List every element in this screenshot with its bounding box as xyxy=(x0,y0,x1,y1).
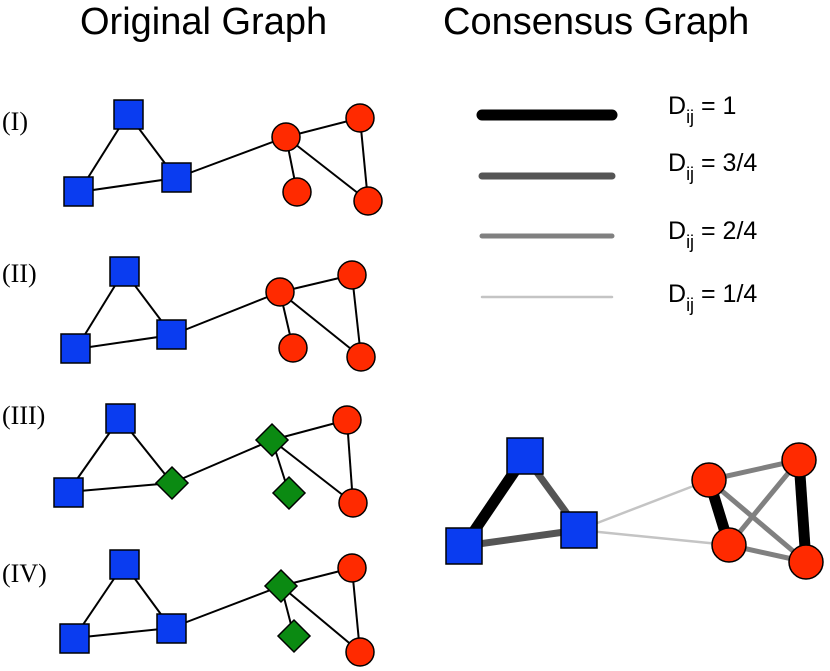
edge xyxy=(175,136,287,179)
diamond-node xyxy=(271,475,307,511)
square-node xyxy=(53,477,84,508)
circle-node xyxy=(265,277,295,307)
graph-label-I: (I) xyxy=(2,107,28,136)
nodes-I xyxy=(63,99,383,216)
diamond-node xyxy=(263,568,299,604)
circle-node xyxy=(338,488,368,518)
circle-node xyxy=(332,405,362,435)
square-node xyxy=(109,256,140,287)
consensus-nodes xyxy=(445,437,824,580)
circle-node xyxy=(781,442,817,478)
edge xyxy=(73,627,172,639)
edge xyxy=(279,291,362,358)
graph-IV: (IV) xyxy=(2,549,375,667)
square-node xyxy=(161,162,192,193)
graph-label-III: (III) xyxy=(2,401,45,430)
edge xyxy=(171,291,281,336)
diamond-node xyxy=(154,465,190,501)
edge-weight-1-4 xyxy=(578,528,730,547)
edge xyxy=(285,136,369,202)
legend-label-2-4: Dij = 2/4 xyxy=(668,217,757,252)
legend: Dij = 1 Dij = 3/4 Dij = 2/4 Dij = 1/4 xyxy=(476,92,757,315)
circle-node xyxy=(278,333,308,363)
consensus-graph xyxy=(445,437,824,580)
original-graph-title: Original Graph xyxy=(80,1,327,43)
square-node xyxy=(105,403,136,434)
edge xyxy=(170,585,282,629)
graph-II: (II) xyxy=(2,256,376,372)
nodes-IV xyxy=(59,549,375,667)
graph-I: (I) xyxy=(2,99,383,216)
graph-label-IV: (IV) xyxy=(2,559,47,588)
circle-node xyxy=(337,260,367,290)
nodes-II xyxy=(60,256,376,372)
circle-node xyxy=(282,177,312,207)
circle-node xyxy=(788,544,824,580)
edge xyxy=(78,177,177,193)
square-node xyxy=(60,333,91,364)
edge xyxy=(171,439,273,484)
circle-node xyxy=(345,637,375,667)
graph-III: (III) xyxy=(2,401,368,518)
legend-label-1: Dij = 1 xyxy=(668,92,736,127)
legend-label-1-4: Dij = 1/4 xyxy=(668,280,757,315)
square-node xyxy=(109,549,140,580)
circle-node xyxy=(345,103,375,133)
edge xyxy=(280,585,361,653)
diamond-node xyxy=(276,618,312,654)
square-node xyxy=(445,527,483,565)
circle-node xyxy=(346,342,376,372)
nodes-III xyxy=(53,403,368,518)
diamond-node xyxy=(254,422,290,458)
circle-node xyxy=(691,462,727,498)
square-node xyxy=(113,99,144,130)
edge xyxy=(75,334,173,350)
edge-weight-1-4 xyxy=(578,478,710,532)
circle-node xyxy=(353,186,383,216)
legend-label-3-4: Dij = 3/4 xyxy=(668,149,757,184)
edge xyxy=(271,439,354,504)
square-node xyxy=(560,511,598,549)
circle-node xyxy=(711,527,747,563)
square-node xyxy=(156,613,187,644)
square-node xyxy=(506,437,544,475)
edge-weight-2-4 xyxy=(707,478,808,564)
circle-node xyxy=(271,122,301,152)
circle-node xyxy=(337,553,367,583)
square-node xyxy=(63,176,94,207)
edge-weight-3-4 xyxy=(463,526,580,550)
edge xyxy=(67,482,173,493)
consensus-graph-title: Consensus Graph xyxy=(443,1,749,43)
graph-label-II: (II) xyxy=(2,259,37,288)
edge-weight-2-4 xyxy=(727,458,801,547)
square-node xyxy=(156,319,187,350)
square-node xyxy=(59,623,90,654)
